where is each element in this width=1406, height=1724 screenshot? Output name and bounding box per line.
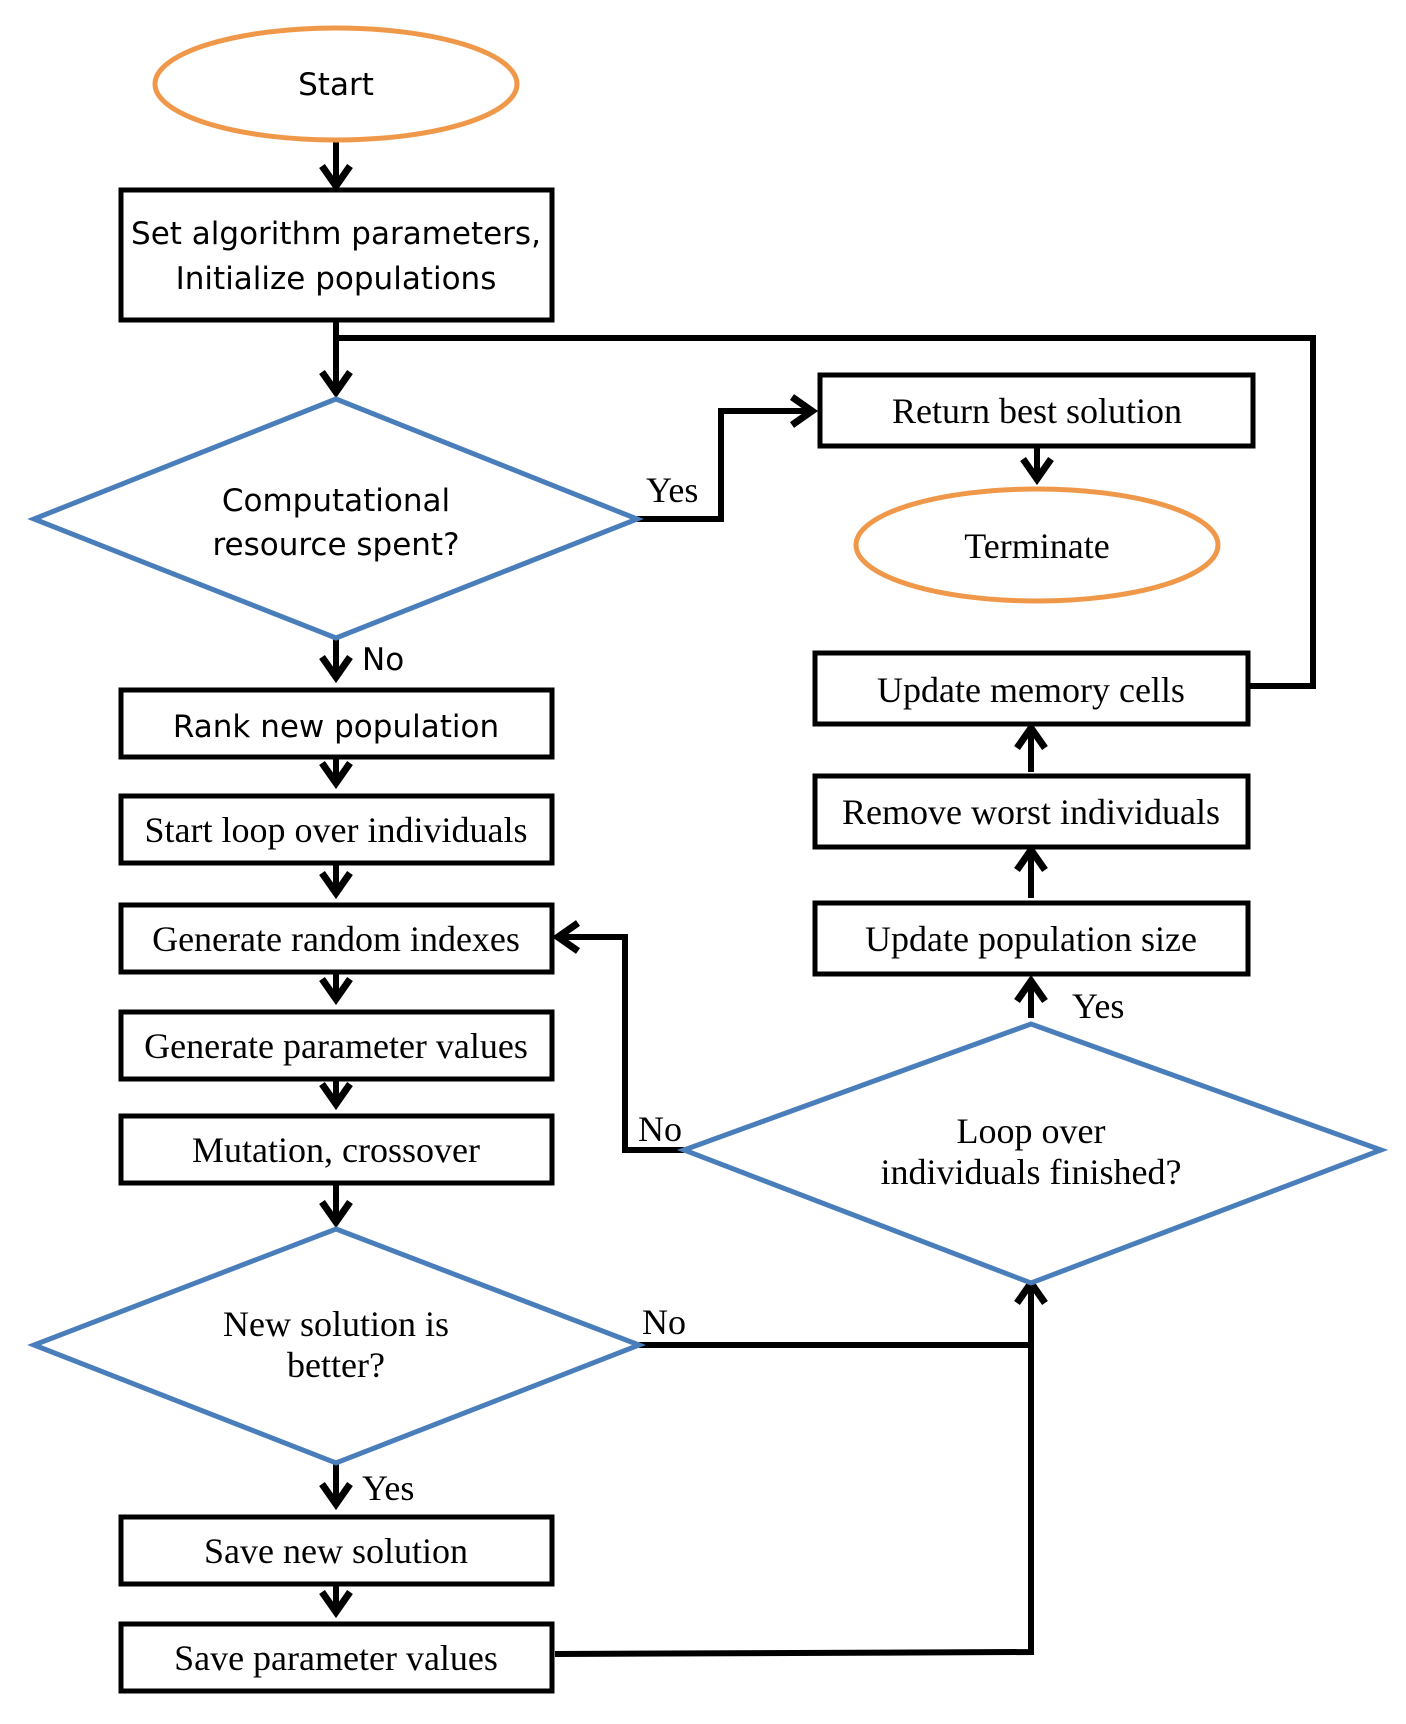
node-loop-over: Loop over individuals finished?	[676, 1021, 1389, 1286]
arrowhead-down	[319, 870, 353, 900]
set-params-box	[118, 187, 555, 323]
node-terminate: Terminate	[853, 486, 1221, 604]
arrowhead-down	[319, 1199, 353, 1229]
node-update-popsize: Update population size	[812, 900, 1251, 977]
computational-label-line2: resource spent?	[212, 527, 459, 563]
update-popsize-label: Update population size	[865, 919, 1197, 959]
rank-box	[118, 687, 555, 760]
node-update-memory: Update memory cells	[812, 650, 1251, 727]
update-memory-box	[812, 650, 1251, 727]
node-return-best: Return best solution	[817, 372, 1256, 449]
new-better-label-line1: New solution is	[223, 1304, 449, 1344]
start-terminator	[152, 25, 520, 143]
loop-over-label-line2: individuals finished?	[881, 1152, 1182, 1192]
save-solution-label: Save new solution	[204, 1531, 468, 1571]
arrowhead-up	[1014, 843, 1048, 873]
node-new-better: New solution is better?	[27, 1226, 646, 1466]
new-better-label-line2: better?	[287, 1345, 385, 1385]
edge-label-loop-no: No	[638, 1109, 682, 1149]
edge-label-better-yes: Yes	[362, 1468, 414, 1508]
mutation-box	[118, 1113, 555, 1186]
node-gen-indexes: Generate random indexes	[118, 902, 555, 975]
computational-label-line1: Computational	[222, 483, 450, 519]
arrowhead-up	[1014, 974, 1048, 1004]
connectors	[333, 140, 1316, 1657]
edge-memory-loopback	[336, 335, 1316, 689]
start-label: Start	[298, 67, 374, 103]
edge-computational-yes	[637, 408, 812, 522]
terminate-label: Terminate	[964, 526, 1109, 566]
save-params-box	[118, 1621, 555, 1694]
node-save-params: Save parameter values	[118, 1621, 555, 1694]
arrowhead-down	[319, 369, 353, 399]
gen-indexes-label: Generate random indexes	[152, 919, 520, 959]
edge-saveparams-to-loopcheck	[554, 1283, 1034, 1657]
save-params-label: Save parameter values	[174, 1638, 498, 1678]
computational-decision	[27, 396, 644, 641]
start-loop-label: Start loop over individuals	[145, 810, 528, 850]
edge-loop-no	[558, 934, 684, 1153]
node-rank: Rank new population	[118, 687, 555, 760]
node-start-loop: Start loop over individuals	[118, 793, 555, 866]
gen-indexes-box	[118, 902, 555, 975]
return-best-box	[817, 372, 1256, 449]
new-better-decision	[27, 1226, 646, 1466]
start-loop-box	[118, 793, 555, 866]
arrowhead-left	[551, 920, 581, 954]
node-save-solution: Save new solution	[118, 1514, 555, 1587]
arrowhead-down	[319, 976, 353, 1006]
edge-label-computational-no: No	[362, 642, 404, 678]
arrowhead-up	[1014, 721, 1048, 751]
node-gen-params: Generate parameter values	[118, 1009, 555, 1082]
node-computational: Computational resource spent?	[27, 396, 644, 641]
edge-label-computational-yes: Yes	[646, 470, 698, 510]
arrowhead-down	[319, 760, 353, 790]
arrowhead-down	[1020, 456, 1054, 486]
edge-label-better-no: No	[642, 1302, 686, 1342]
node-mutation: Mutation, crossover	[118, 1113, 555, 1186]
mutation-label: Mutation, crossover	[192, 1130, 480, 1170]
arrowhead-down	[319, 1081, 353, 1111]
save-solution-box	[118, 1514, 555, 1587]
arrowhead-down	[319, 1589, 353, 1619]
set-params-label-line1: Set algorithm parameters,	[131, 216, 541, 252]
remove-worst-label: Remove worst individuals	[842, 792, 1220, 832]
rank-label: Rank new population	[173, 709, 499, 745]
update-popsize-box	[812, 900, 1251, 977]
set-params-label-line2: Initialize populations	[176, 261, 497, 297]
node-remove-worst: Remove worst individuals	[812, 773, 1251, 850]
remove-worst-box	[812, 773, 1251, 850]
node-start: Start	[152, 25, 520, 143]
node-set-params: Set algorithm parameters, Initialize pop…	[118, 187, 555, 323]
arrowhead-down	[319, 163, 353, 193]
gen-params-label: Generate parameter values	[144, 1026, 528, 1066]
arrowhead-down	[319, 654, 353, 684]
arrowhead-down	[319, 1481, 353, 1511]
loop-over-decision	[676, 1021, 1389, 1286]
gen-params-box	[118, 1009, 555, 1082]
edge-label-loop-yes: Yes	[1072, 986, 1124, 1026]
arrowheads	[319, 163, 1054, 1619]
terminate-terminator	[853, 486, 1221, 604]
update-memory-label: Update memory cells	[877, 670, 1185, 710]
return-best-label: Return best solution	[892, 391, 1182, 431]
arrowhead-right	[789, 394, 819, 428]
loop-over-label-line1: Loop over	[957, 1111, 1106, 1151]
edge-labels: Yes No Yes No No Yes	[362, 470, 1124, 1508]
